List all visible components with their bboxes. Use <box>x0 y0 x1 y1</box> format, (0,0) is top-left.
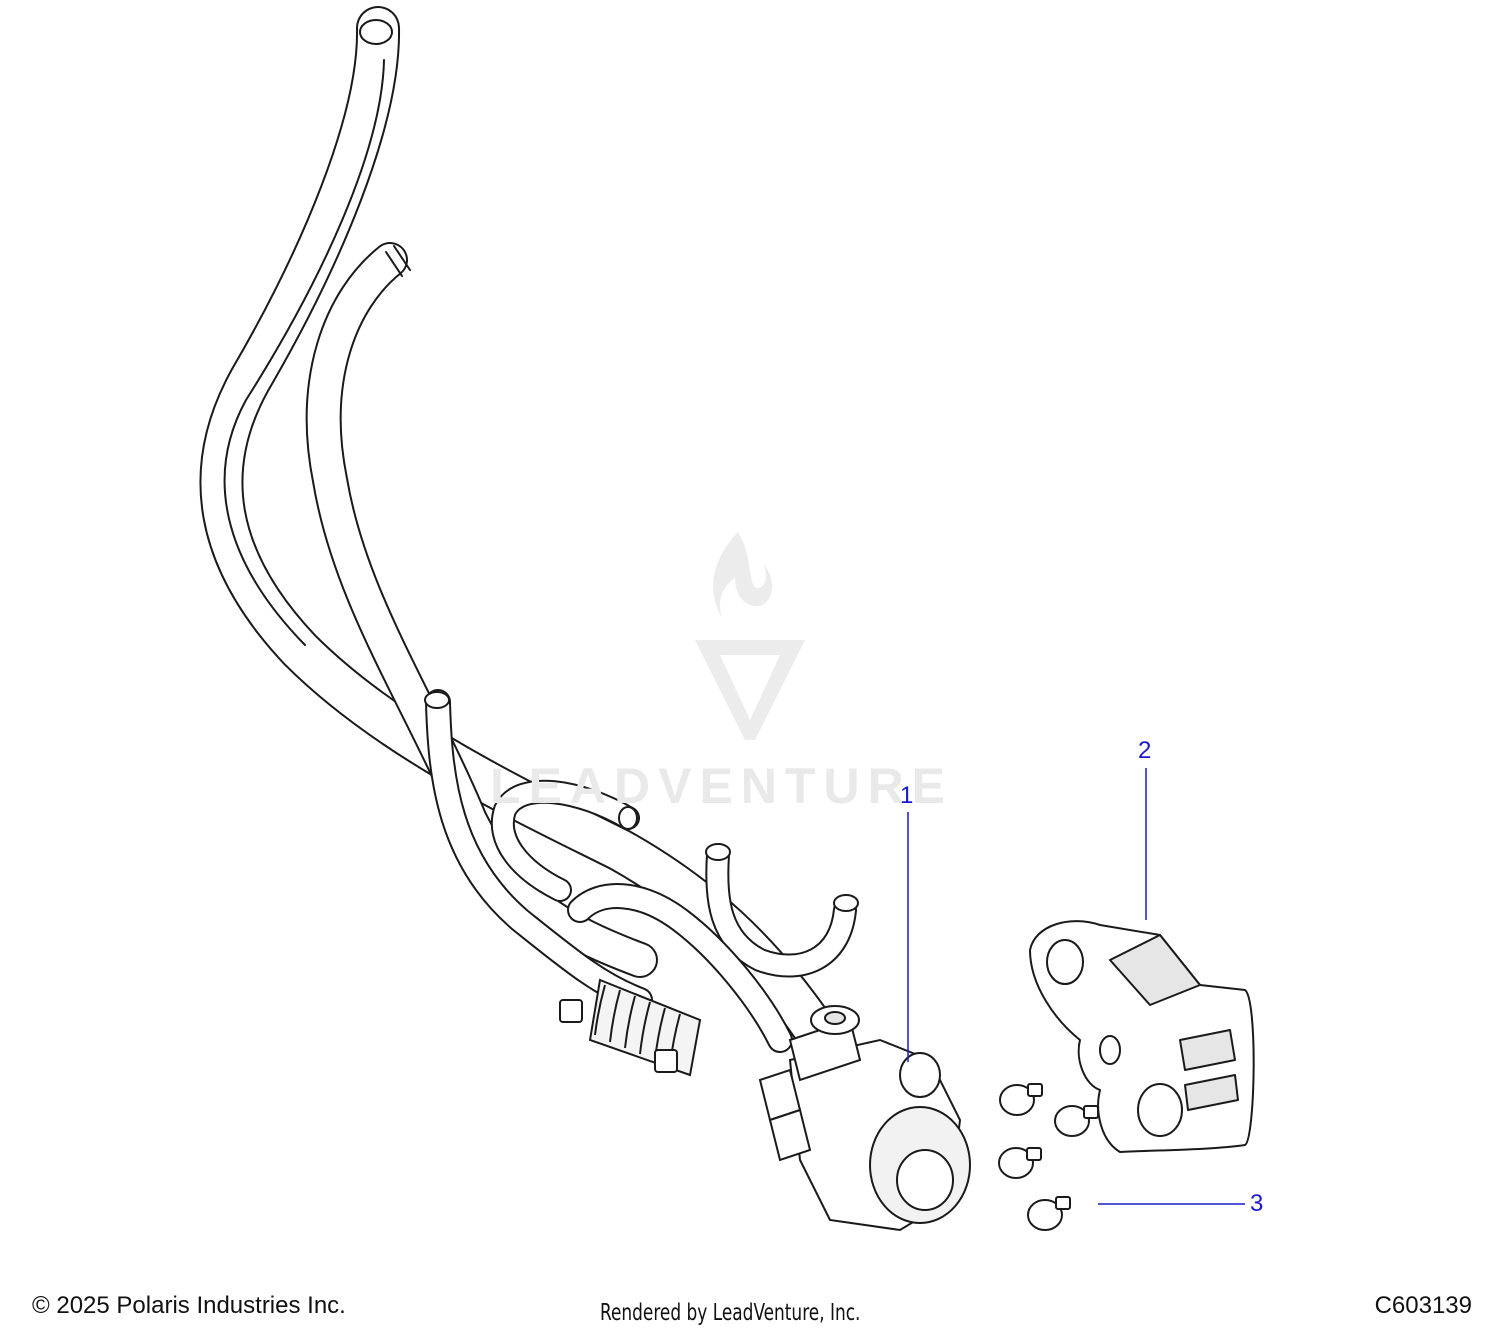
secondary-hose <box>305 242 658 978</box>
callout-1[interactable]: 1 <box>900 782 914 809</box>
drawing-code: C603139 <box>1374 1292 1472 1319</box>
main-hose <box>199 6 837 1052</box>
copyright-text: © 2025 Polaris Industries Inc. <box>32 1292 346 1319</box>
vent-hoses <box>424 689 859 1053</box>
callout-2[interactable]: 2 <box>1138 737 1152 764</box>
watermark-logo <box>695 532 805 740</box>
rendered-by-text: Rendered by LeadVenture, Inc. <box>600 1300 861 1326</box>
callout-3[interactable]: 3 <box>1250 1190 1264 1217</box>
air-pump <box>758 1005 971 1232</box>
watermark-text: LEADVENTURE <box>490 758 954 814</box>
fasteners <box>998 1083 1099 1231</box>
bellows <box>559 978 702 1077</box>
bracket <box>1029 920 1255 1153</box>
leader-lines <box>907 768 1245 1205</box>
